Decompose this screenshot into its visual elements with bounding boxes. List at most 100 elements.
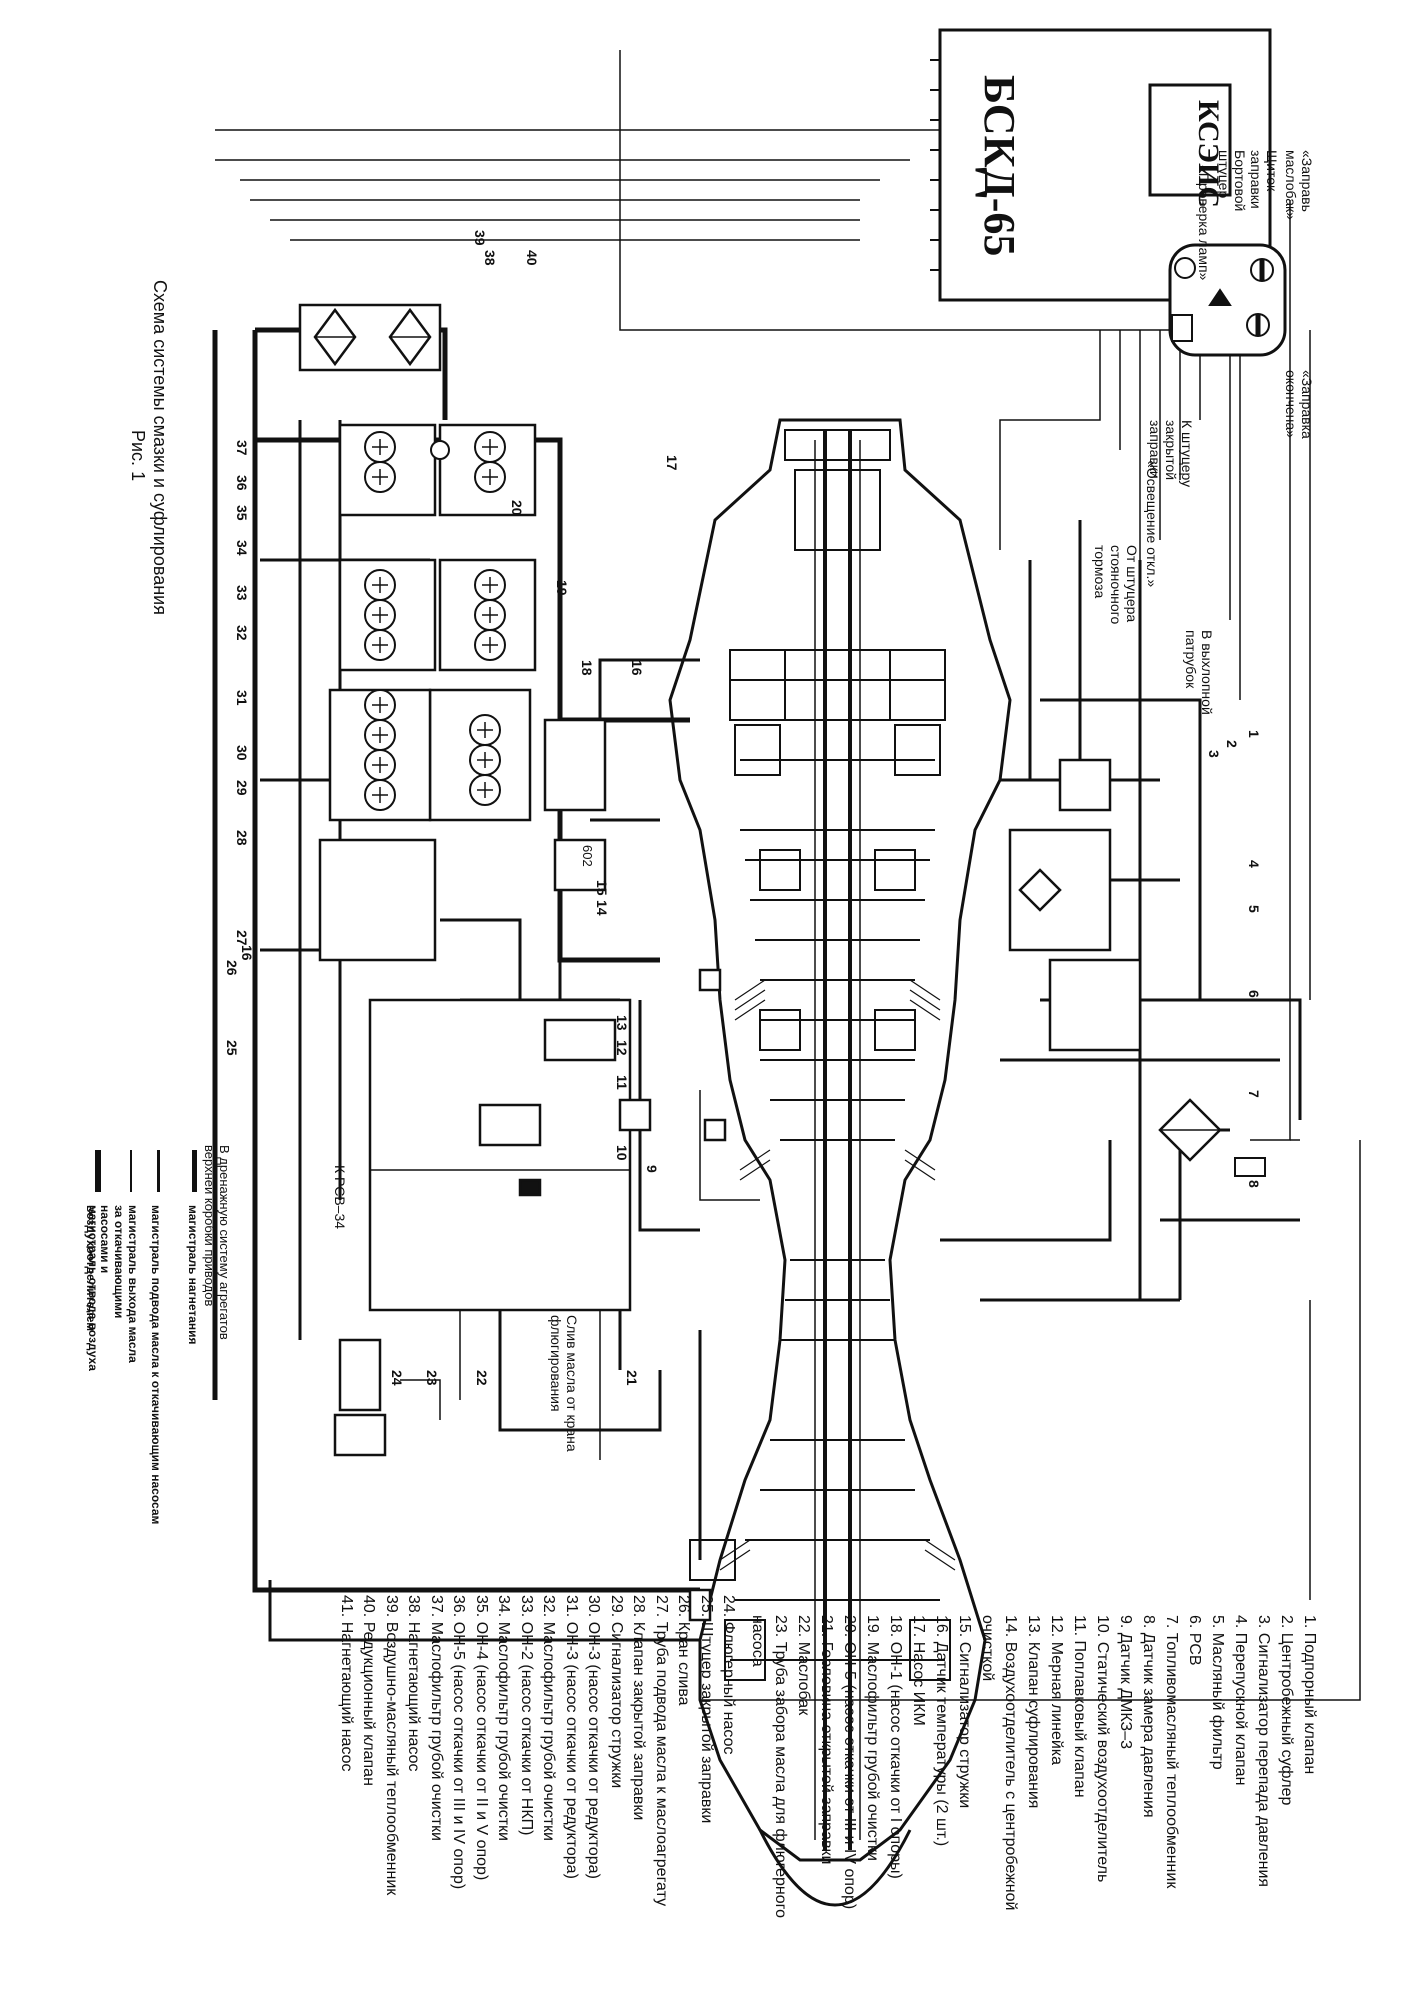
caption-title: Схема системы смазки и суфлирования [150,280,170,615]
legend-item: 9. Датчик ДМКЗ–3 [1117,1615,1134,1749]
legend-item: 13. Клапан суфлирования [1025,1615,1042,1809]
switch-icon [1171,314,1193,342]
callout-19: 19 [554,580,570,596]
callout-2: 2 [1224,740,1240,748]
legend-swatch-pressure [192,1150,197,1192]
callout-18: 18 [579,660,595,676]
legend-item: 19. Маслофильтр грубой очистки [864,1615,881,1861]
bskd-title: БСКД-65 [975,75,1024,257]
callout-35: 35 [234,505,250,521]
air-oil-heat-exchanger [298,303,442,372]
label-refuel-tank: «Заправь маслобак» [1283,150,1315,220]
legend-item: 29. Сигнализатор стружки [607,1595,625,1789]
legend-item: 16. Датчик температуры (2 шт.) [933,1615,950,1847]
legend-item: очисткой [979,1615,996,1682]
caption-figure: Рис. 1 [128,430,148,482]
legend-item: 21. Горловина открытой заправки [818,1615,835,1865]
callout-15: 15 [594,880,610,896]
callout-1: 1 [1246,730,1262,738]
legend-item: 38. Нагнетающий насос [405,1595,422,1772]
legend-item: 40. Редукционный клапан [360,1595,377,1786]
label-onboard-fitting: Бортовой штуцер [1216,150,1248,212]
legend-item: 26. Кран слива [675,1595,692,1706]
callout-10: 10 [614,1145,630,1161]
callout-39: 39 [472,230,488,246]
legend-item: 11. Поплавковый клапан [1071,1615,1088,1798]
callout-25: 25 [224,1040,240,1056]
callout-9: 9 [644,1165,660,1173]
callout-8: 8 [1246,1180,1262,1188]
callout-31: 31 [234,690,250,706]
label-drain-system: В дренажную систему агрегатов верхней ко… [202,1145,232,1340]
callout-4: 4 [1246,860,1262,868]
legend-item: 22. Маслобак [795,1615,812,1716]
label-to-exhaust: В выхлопной патрубок [1183,630,1215,715]
callout-37: 37 [234,440,250,456]
callout-30: 30 [234,745,250,761]
legend-item: 39. Воздушно-масляный теплообменник [382,1595,400,1896]
legend-swatch-return [130,1150,132,1192]
pump-rotors [364,431,506,811]
legend-item: 18. ОН-1 (насос откачки от I опоры) [887,1615,904,1879]
legend-item: 28. Клапан закрытой заправки [630,1595,647,1821]
callout-5: 5 [1246,905,1262,913]
legend-item: 35. ОН-4 (насос откачки от II и V опор) [472,1595,490,1881]
fuel-oil-heat-exchanger [1158,1098,1222,1162]
legend-item: 25. Штуцер закрытой заправки [697,1595,715,1824]
engine-body [668,418,1012,1907]
air-separator [543,718,607,892]
legend-item: 8. Датчик замера давления [1140,1615,1157,1818]
callout-3: 3 [1206,750,1222,758]
legend-item: 34. Маслофильтр грубой очистки [495,1595,512,1841]
callout-6: 6 [1246,990,1262,998]
label-light-off: «Освещение откл.» [1144,460,1160,588]
rsv-unit [1048,958,1142,1052]
reducing-valve-icon [430,440,450,460]
legend-item: 27. Труба подвода масла к маслоагрегату [652,1595,670,1907]
callout-13: 13 [614,1015,630,1031]
legend-item: 17. Насос ИКМ [910,1615,927,1726]
callout-28: 28 [234,830,250,846]
legend-item: 6. РСВ [1186,1615,1203,1666]
refuel-fitting-icon [1208,288,1232,306]
legend-item: 14. Воздухоотделитель с центробежной [1002,1615,1019,1911]
legend-item: 33. ОН-2 (насос откачки от НКП) [517,1595,535,1836]
legend-item: 36. ОН-5 (насос откачки от III и IV опор… [450,1595,467,1890]
legend-line-4: магистраль отвода воздуха [86,1205,100,1371]
callout-7: 7 [1246,1090,1262,1098]
callout-22: 22 [474,1370,490,1386]
legend-item: 10. Статический воздухоотделитель [1094,1615,1111,1883]
label-refuel-panel: Щиток заправки [1248,150,1280,209]
label-602: 602 [580,845,595,867]
oil-tank [368,998,632,1312]
callout-27: 27 [234,930,250,946]
legend-item: 1. Подпорный клапан [1301,1615,1318,1775]
label-to-rsv: К РСВ–34 [332,1165,348,1230]
legend-item: 4. Перепускной клапан [1232,1615,1249,1786]
legend-item: 5. Масляный фильтр [1209,1615,1226,1770]
callout-40: 40 [524,250,540,266]
legend-item: 41. Нагнетающий насос [337,1595,355,1772]
refuel-panel [1168,243,1287,357]
legend-item: 30. ОН-3 (насос откачки от редуктора) [585,1595,602,1879]
callout-17: 17 [664,455,680,471]
callout-34: 34 [234,540,250,556]
legend-item: 24. Флюгерный насос [720,1595,737,1755]
legend-swatch-air [95,1150,101,1192]
callout-14: 14 [594,900,610,916]
callout-29: 29 [234,780,250,796]
callout-21: 21 [624,1370,640,1386]
callout-16: 16 [239,945,255,961]
label-from-brake-fitting: От штуцера стояночного тормоза [1092,545,1140,625]
legend-item: 31. ОН-3 (насос откачки от редуктора) [562,1595,580,1879]
callout-12: 12 [614,1040,630,1056]
callout-24: 24 [389,1370,405,1386]
callout-36: 36 [234,475,250,491]
fittings [618,968,727,1622]
callout-38: 38 [482,250,498,266]
oil-filter-assembly [1008,758,1112,952]
callout-23: 23 [424,1370,440,1386]
legend-item: 37. Маслофильтр грубой очистки [427,1595,445,1841]
legend-item: 7. Топливомасляный теплообменник [1163,1615,1180,1889]
